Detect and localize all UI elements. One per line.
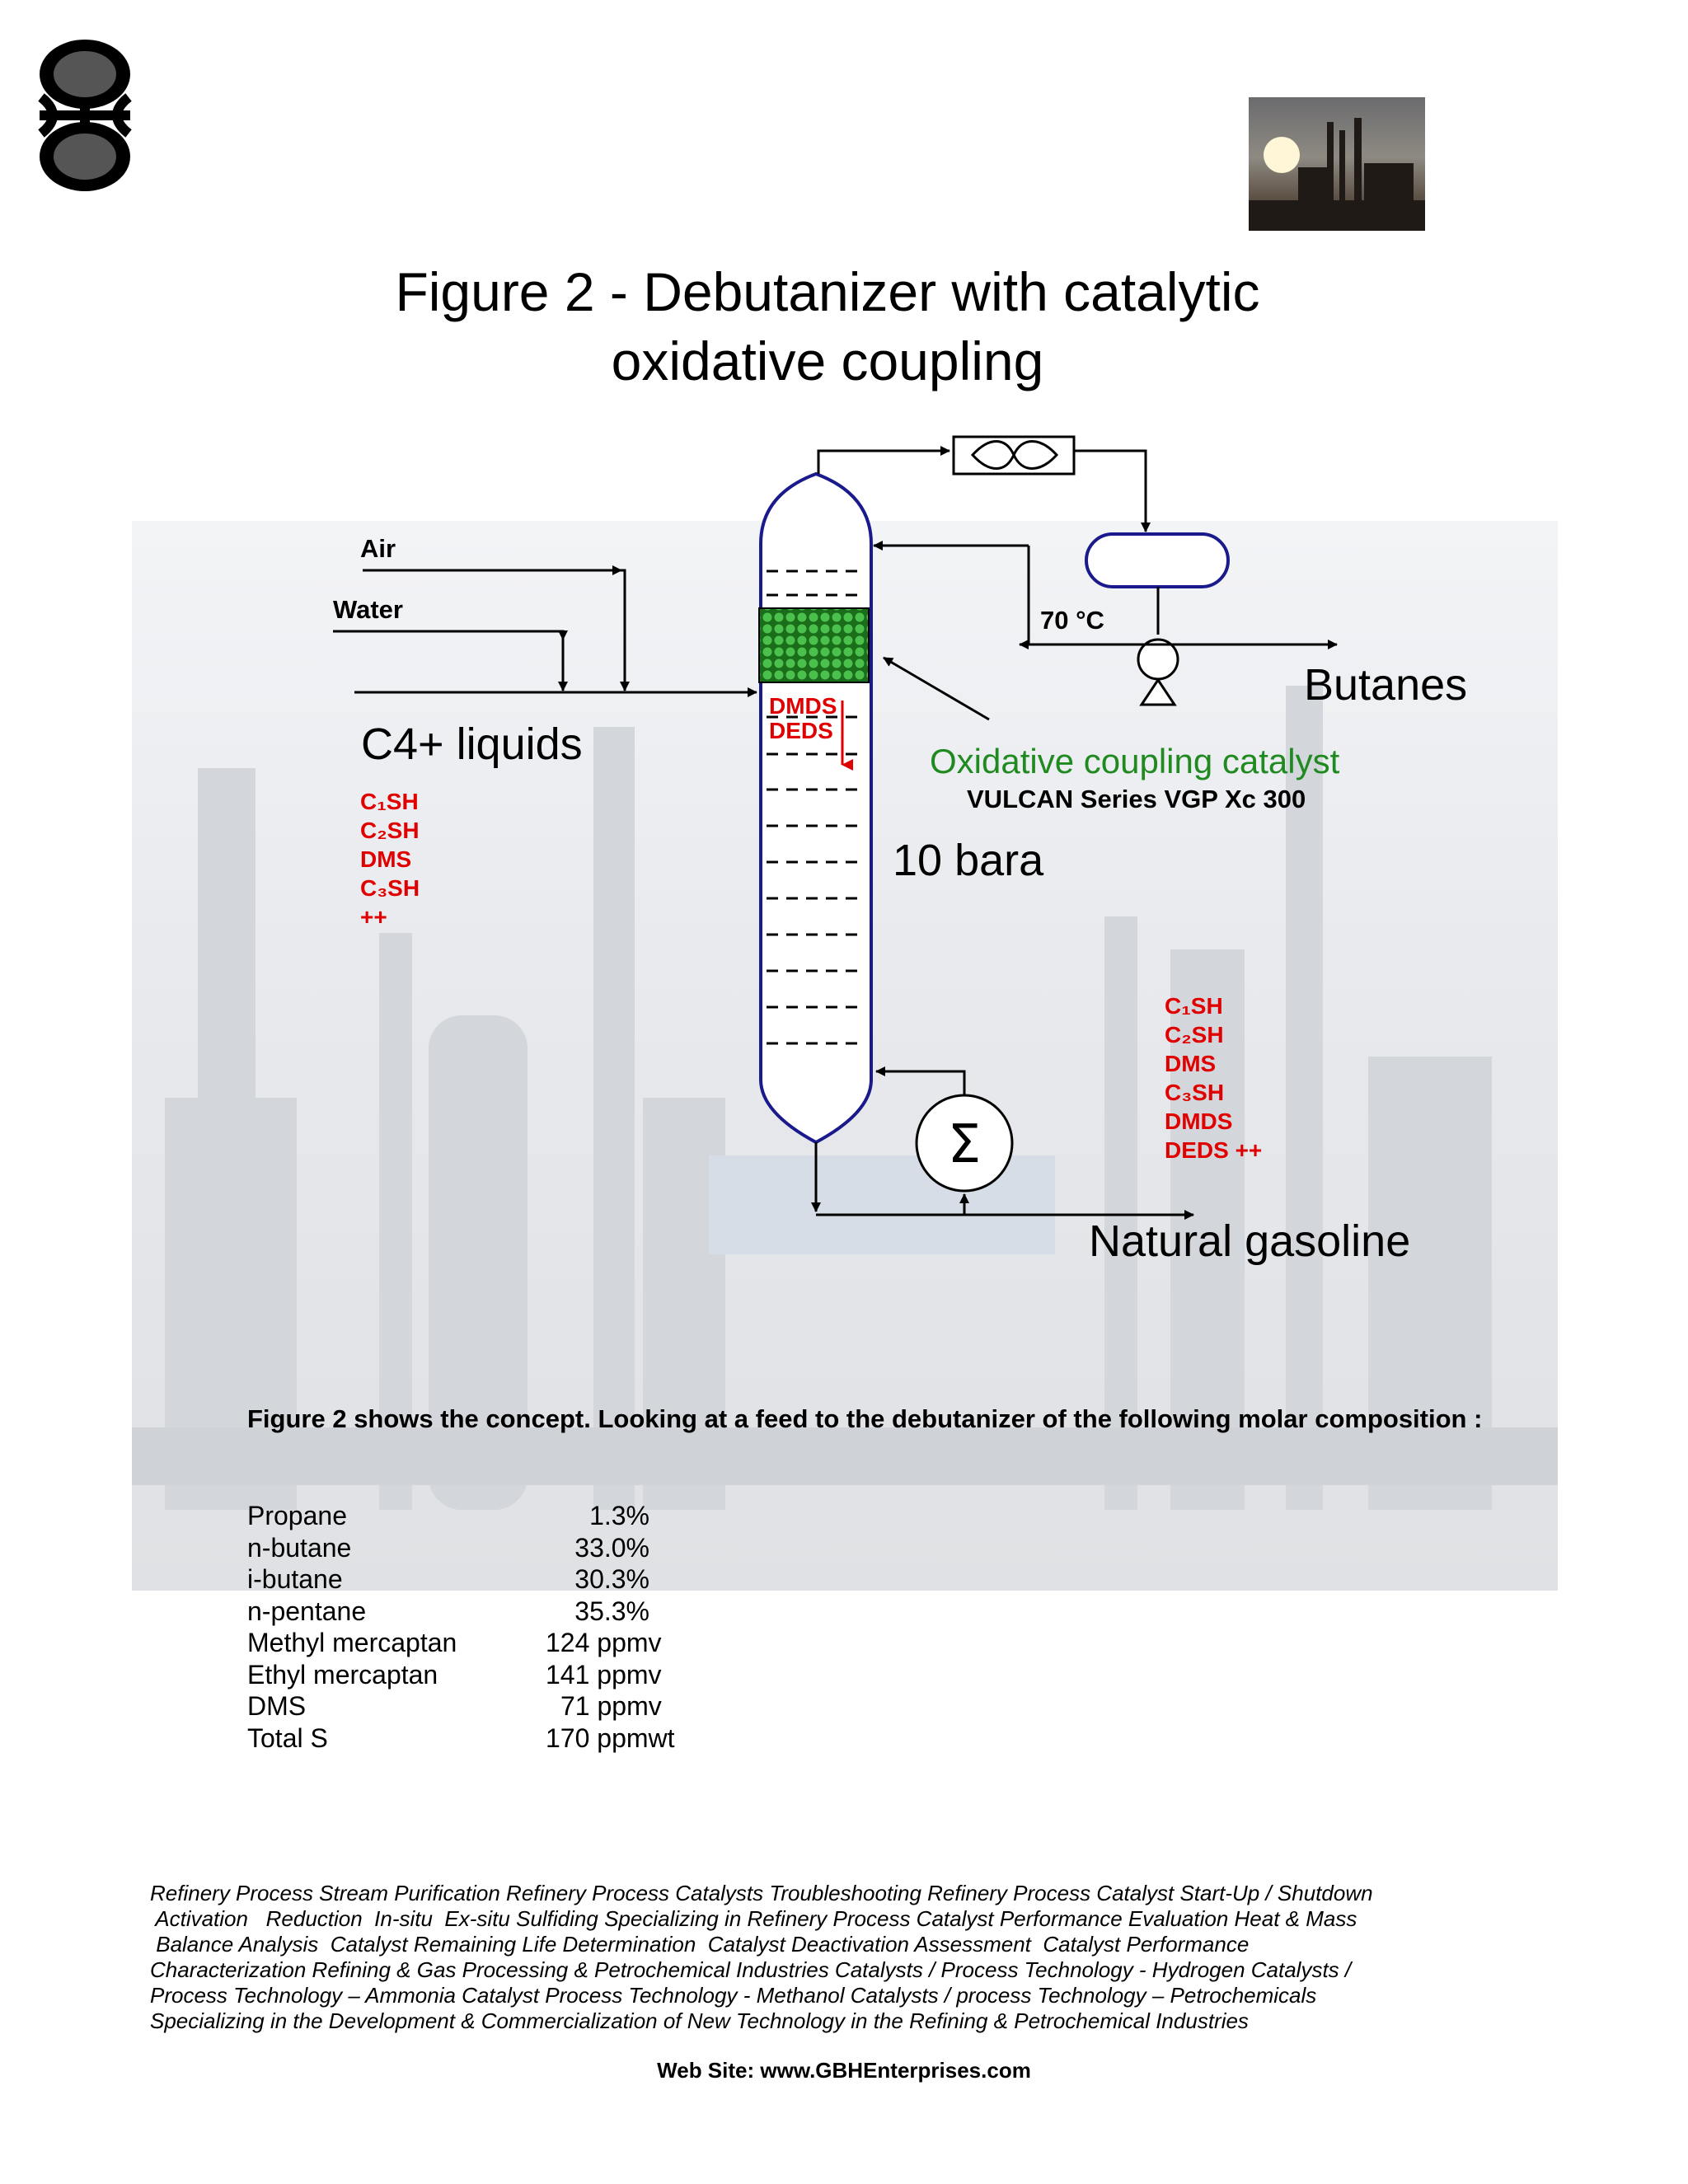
component-name: n-butane	[247, 1532, 546, 1564]
bed-product: DEDS	[769, 719, 837, 743]
bottoms-species-list: C₁SH C₂SH DMS C₃SH DMDS DEDS ++	[1165, 991, 1262, 1165]
air-label: Air	[360, 534, 396, 564]
composition-row: Ethyl mercaptan 141 ppmv	[247, 1659, 701, 1691]
component-value: 141 ppmv	[546, 1659, 686, 1691]
composition-row: Methyl mercaptan 124 ppmv	[247, 1627, 701, 1659]
composition-row: Propane 1.3%	[247, 1500, 701, 1532]
composition-table: Propane 1.3% n-butane 33.0% i-butane 30.…	[247, 1500, 701, 1754]
feed-species: C₂SH	[360, 816, 420, 845]
composition-row: n-butane 33.0%	[247, 1532, 701, 1564]
pressure-label: 10 bara	[893, 835, 1043, 886]
catalyst-name-label: Oxidative coupling catalyst	[930, 742, 1339, 781]
component-value: 170 ppmwt	[546, 1722, 686, 1755]
feed-species-list: C₁SH C₂SH DMS C₃SH ++	[360, 787, 420, 931]
component-value: 71 ppmv	[546, 1690, 701, 1722]
feed-species: C₁SH	[360, 787, 420, 816]
reflux-drum	[1086, 534, 1228, 587]
bottoms-species: C₁SH	[1165, 991, 1262, 1020]
footer-services-text: Refinery Process Stream Purification Ref…	[150, 1881, 1469, 2034]
component-name: n-pentane	[247, 1596, 546, 1628]
component-name: Methyl mercaptan	[247, 1627, 546, 1659]
footer-line: Process Technology – Ammonia Catalyst Pr…	[150, 1983, 1469, 2008]
component-name: i-butane	[247, 1563, 546, 1596]
water-label: Water	[333, 595, 403, 625]
bed-product: DMDS	[769, 694, 837, 719]
component-name: Ethyl mercaptan	[247, 1659, 546, 1691]
bottoms-species: DMS	[1165, 1049, 1262, 1078]
svg-text:Σ: Σ	[948, 1114, 981, 1175]
bottoms-species: C₂SH	[1165, 1020, 1262, 1049]
composition-row: i-butane 30.3%	[247, 1563, 701, 1596]
footer-line: Specializing in the Development & Commer…	[150, 2008, 1469, 2034]
catalyst-bed	[759, 608, 869, 682]
composition-row: DMS 71 ppmv	[247, 1690, 701, 1722]
footer-line: Characterization Refining & Gas Processi…	[150, 1957, 1469, 1983]
composition-row: n-pentane 35.3%	[247, 1596, 701, 1628]
component-value: 33.0%	[546, 1532, 649, 1564]
feed-species: C₃SH	[360, 874, 420, 902]
footer-line: Activation Reduction In-situ Ex-situ Sul…	[150, 1906, 1469, 1932]
c4-liquids-label: C4+ liquids	[361, 719, 583, 770]
description-paragraph: Figure 2 shows the concept. Looking at a…	[247, 1404, 1484, 1435]
website-link[interactable]: Web Site: www.GBHEnterprises.com	[0, 2058, 1688, 2083]
footer-line: Refinery Process Stream Purification Ref…	[150, 1881, 1469, 1906]
component-value: 30.3%	[546, 1563, 649, 1596]
natural-gasoline-label: Natural gasoline	[1089, 1216, 1410, 1267]
component-value: 35.3%	[546, 1596, 649, 1628]
debutanizer-column	[761, 474, 871, 1142]
bottoms-species: DMDS	[1165, 1107, 1262, 1136]
component-value: 1.3%	[546, 1500, 649, 1532]
component-name: Propane	[247, 1500, 546, 1532]
composition-row: Total S 170 ppmwt	[247, 1722, 701, 1755]
bottoms-species: C₃SH	[1165, 1078, 1262, 1107]
footer-line: Balance Analysis Catalyst Remaining Life…	[150, 1932, 1469, 1957]
feed-species: DMS	[360, 845, 420, 874]
catalyst-series-label: VULCAN Series VGP Xc 300	[967, 785, 1306, 814]
component-name: DMS	[247, 1690, 546, 1722]
component-value: 124 ppmv	[546, 1627, 686, 1659]
butanes-label: Butanes	[1304, 659, 1467, 710]
bottoms-species: DEDS ++	[1165, 1136, 1262, 1165]
feed-species: ++	[360, 902, 420, 931]
bed-products-list: DMDS DEDS	[769, 694, 837, 743]
component-name: Total S	[247, 1722, 546, 1755]
temperature-label: 70 °C	[1040, 606, 1104, 635]
